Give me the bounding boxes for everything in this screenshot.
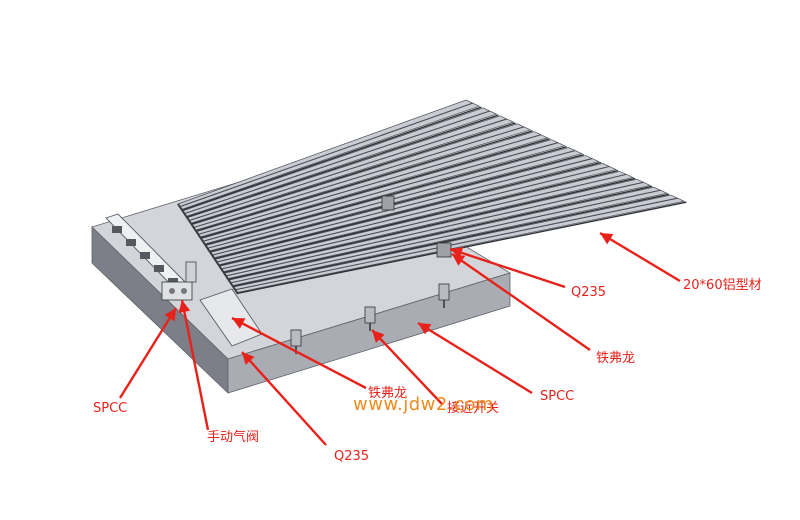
arrow-head	[164, 308, 176, 322]
rail-slot	[211, 158, 593, 256]
rail-slot	[193, 126, 525, 228]
label-teflon-bottom: 铁弗龙	[368, 386, 408, 401]
arrow-head	[372, 330, 385, 343]
arrow-line	[449, 247, 566, 289]
arrow-line	[417, 321, 533, 395]
rail-gap	[186, 114, 499, 218]
teflon-clip-middle	[381, 195, 395, 211]
clamp-bolt	[154, 265, 164, 272]
rail-slot	[184, 110, 490, 215]
rail-gap	[214, 161, 602, 260]
valve-stem	[185, 261, 197, 283]
rail-slot	[198, 134, 542, 235]
rail-slot	[188, 118, 507, 222]
rail-gap	[223, 177, 636, 274]
proximity-switch	[290, 329, 302, 347]
watermark: www.jdw2.com	[353, 394, 494, 415]
clamp-bolt	[112, 226, 122, 233]
arrow-head	[452, 254, 466, 266]
rail-end-edge	[177, 203, 239, 295]
rail-slot	[235, 197, 678, 291]
rail-slot	[179, 102, 473, 208]
arrow-head	[178, 300, 191, 313]
rail-slot	[216, 165, 610, 263]
valve-port	[169, 288, 175, 294]
valve-port	[181, 288, 187, 294]
label-q235-bottom: Q235	[334, 449, 370, 464]
arrow-line	[371, 329, 443, 405]
rail-slot	[225, 181, 644, 277]
clamp-bolt	[126, 239, 136, 246]
clamp-bolt	[140, 252, 150, 259]
teflon-clip-front	[436, 242, 452, 258]
arrow-line	[231, 316, 367, 390]
rail-gap	[209, 153, 585, 253]
arrow-line	[451, 253, 591, 351]
rail-slot	[221, 173, 627, 270]
label-spcc-left: SPCC	[93, 401, 128, 416]
machine-body	[91, 99, 687, 394]
rail-gap	[181, 106, 482, 211]
arrow-line	[241, 351, 327, 446]
arrow-head	[418, 323, 432, 335]
label-proximity-switch: 接近开关	[447, 401, 500, 416]
arrow-line	[118, 307, 178, 399]
rail-gap	[228, 185, 653, 281]
base-front-face	[227, 272, 511, 394]
label-manual-valve: 手动气阀	[207, 430, 260, 445]
label-spcc-right: SPCC	[540, 389, 575, 404]
arrow-line	[599, 231, 681, 283]
clamp-bolt	[168, 278, 178, 285]
manual-valve-body	[161, 281, 193, 301]
proximity-switch	[364, 306, 376, 324]
rail-gap	[218, 169, 619, 267]
arrow-head	[242, 352, 255, 365]
rail-gap	[200, 138, 550, 239]
rail-gap	[232, 193, 670, 288]
rail-gap	[195, 130, 533, 232]
label-q235-top: Q235	[571, 285, 607, 300]
arrow-line	[180, 299, 210, 431]
arrow-head	[232, 318, 246, 329]
rail-slot	[202, 142, 559, 242]
annotation-arrows	[118, 231, 681, 446]
proximity-switch	[438, 283, 450, 301]
label-teflon-right: 铁弗龙	[596, 351, 636, 366]
label-aluminum-profile: 20*60铝型材	[683, 278, 762, 293]
rail-gap	[191, 122, 516, 225]
rail-slot	[230, 189, 661, 284]
arrow-head	[600, 233, 614, 245]
